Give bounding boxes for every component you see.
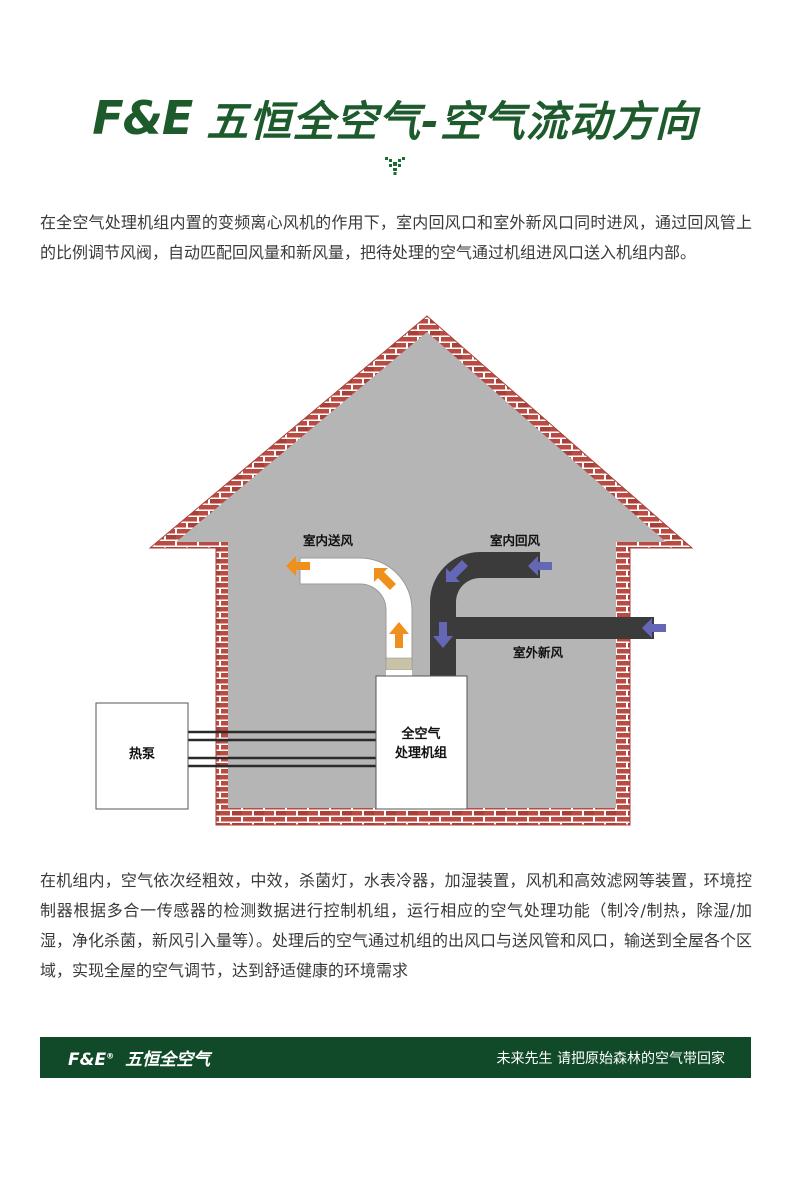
label-heatpump: 热泵 <box>129 746 155 762</box>
house-interior <box>176 332 666 808</box>
supply-arrow-up <box>389 622 409 648</box>
footer-logo: F&E® 五恒全空气 <box>68 1045 210 1070</box>
return-arrow-left <box>528 556 552 576</box>
label-return: 室内回风 <box>490 533 541 548</box>
footer-name: 五恒全空气 <box>125 1050 211 1070</box>
supply-arrow-left <box>286 556 310 576</box>
fresh-air-duct <box>456 617 654 639</box>
label-supply: 室内送风 <box>303 533 354 548</box>
label-unit-line2: 处理机组 <box>394 745 447 761</box>
supply-arrow-up-left <box>374 568 396 590</box>
fresh-arrow-left <box>642 618 666 638</box>
refrigerant-pipes <box>188 730 376 768</box>
air-flow-diagram: 室内送风 室内回风 室外新风 热泵 全空气 处理机组 <box>95 315 694 826</box>
intro-paragraph: 在全空气处理机组内置的变频离心风机的作用下，室内回风口和室外新风口同时进风，通过… <box>40 213 752 262</box>
footer-bar: F&E® 五恒全空气 未来先生 请把原始森林的空气带回家 <box>40 1037 751 1078</box>
label-unit-line1: 全空气 <box>400 726 440 742</box>
return-arrow-down <box>433 622 453 648</box>
brand-logo: F&E <box>92 91 193 145</box>
return-duct <box>430 552 540 676</box>
chevron-down-icon <box>385 157 405 175</box>
outro-paragraph: 在机组内，空气依次经粗效，中效，杀菌灯，水表冷器，加湿装置，风机和高效滤网等装置… <box>40 871 753 980</box>
registered-mark: ® <box>106 1051 115 1061</box>
page-title: F&E 五恒全空气-空气流动方向 <box>0 88 790 148</box>
air-handling-unit-box <box>375 675 468 810</box>
heat-pump-box <box>95 702 189 810</box>
title-text: 五恒全空气-空气流动方向 <box>206 96 698 146</box>
footer-brand: F&E <box>68 1050 107 1070</box>
label-fresh: 室外新风 <box>513 645 564 660</box>
return-arrow-down-left <box>446 560 468 582</box>
footer-slogan: 未来先生 请把原始森林的空气带回家 <box>496 1050 725 1067</box>
supply-damper <box>385 657 413 671</box>
